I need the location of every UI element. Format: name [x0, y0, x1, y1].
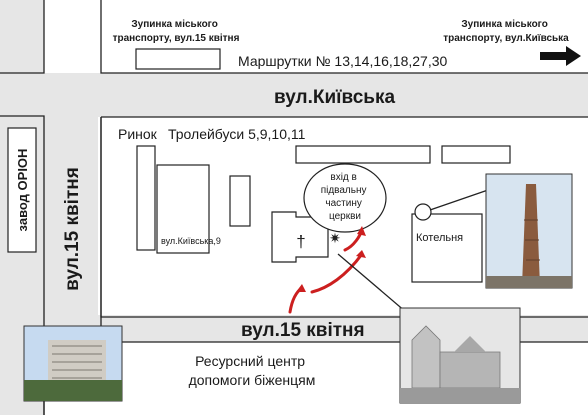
building-orion — [7, 127, 37, 253]
stop-label-15-kvitnia-line2: транспорту, вул.15 квітня — [113, 33, 240, 44]
building-label-orion: завод ОРІОН — [15, 149, 30, 232]
stop-label-kyivska-line1: Зупинка міського — [461, 19, 547, 30]
callout-line-2: підвальну — [321, 185, 367, 196]
market-label: Ринок — [118, 126, 158, 142]
resource-center-line1: Ресурсний центр — [195, 353, 305, 369]
street-label-15-kvitnia-horizontal: вул.15 квітня — [241, 320, 365, 341]
street-label-kyivska: вул.Київська — [274, 87, 395, 108]
street-label-15-kvitnia-vertical: вул.15 квітня — [62, 167, 83, 291]
callout-line-3: частину — [325, 198, 361, 209]
photo-orion-building — [23, 325, 123, 402]
bus-stop-shelter — [135, 48, 221, 70]
building-kyivska-9 — [156, 164, 210, 254]
church-cross-icon: † — [296, 232, 305, 251]
building-left-column — [136, 145, 156, 251]
connector-church — [337, 253, 407, 313]
church-building — [271, 211, 329, 263]
chimney-marker — [414, 203, 432, 221]
entrance-callout: вхід в підвальну частину церкви — [303, 163, 387, 233]
building-small-block — [229, 175, 251, 227]
svg-text:Ресурсний центр допомоги б: Ресурсний центр допомоги біженцям — [189, 353, 316, 388]
road-15-kvitnia-vertical — [44, 117, 98, 342]
building-label-kyivska-9: вул.Київська,9 — [161, 236, 221, 246]
resource-center-line2: допомоги біженцям — [189, 372, 316, 388]
svg-text:вхід в підвальну ч: вхід в підвальну частину церкви — [321, 172, 370, 222]
entrance-star-icon: ✷ — [329, 230, 341, 246]
road-kyivska — [0, 73, 588, 117]
photo-church — [399, 307, 521, 404]
trolleybus-stop-shelter — [295, 145, 431, 164]
svg-text:Зупинка міського транспорт: Зупинка міського транспорту, вул.15 квіт… — [113, 19, 240, 44]
building-label-boiler: Котельня — [416, 232, 463, 244]
arrow-heads — [296, 226, 366, 292]
stop-label-kyivska-line2: транспорту, вул.Київська — [443, 33, 569, 44]
connector-chimney — [429, 189, 489, 211]
stop-label-15-kvitnia-line1: Зупинка міського — [131, 19, 217, 30]
photo-chimney — [485, 173, 573, 289]
buildings — [7, 48, 511, 283]
trolleybus-routes-label: Тролейбуси 5,9,10,11 — [168, 126, 306, 142]
building-boiler — [411, 213, 483, 283]
callout-line-4: церкви — [329, 211, 361, 222]
svg-text:Зупинка міського транспорт: Зупинка міського транспорту, вул.Київськ… — [443, 19, 569, 44]
minibus-routes-label: Маршрутки № 13,14,16,18,27,30 — [238, 53, 448, 69]
callout-line-1: вхід в — [330, 172, 356, 183]
direction-arrow-icon — [540, 46, 581, 66]
building-strip — [441, 145, 511, 164]
